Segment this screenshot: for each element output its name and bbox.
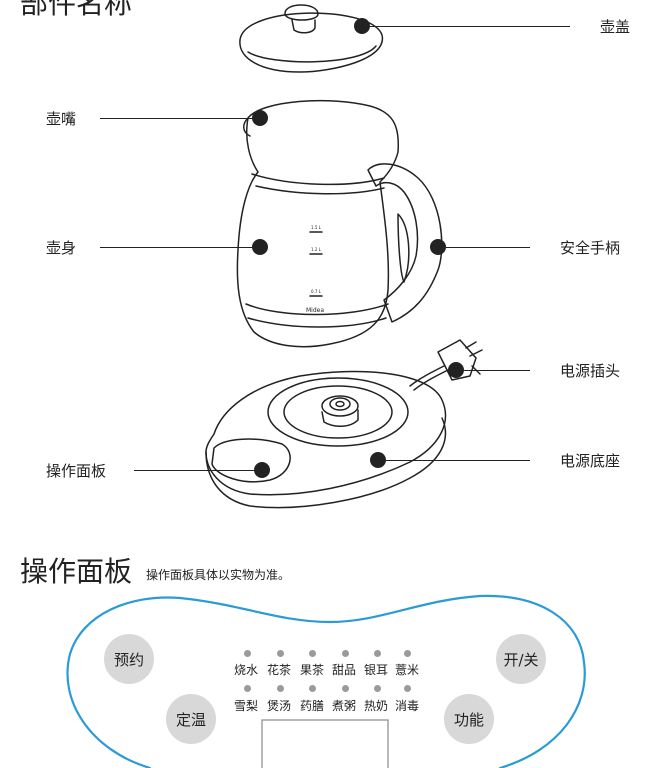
indicator-light [309, 685, 316, 692]
lid-marker [354, 18, 370, 34]
indicator-light [244, 685, 251, 692]
function-label: 消毒 [395, 699, 420, 713]
handle-leader [446, 247, 530, 248]
function-label: 银耳 [364, 663, 389, 677]
lid-drawing [239, 4, 383, 73]
lid-label: 壶盖 [600, 18, 631, 36]
function-label: 果茶 [300, 663, 325, 677]
function-label: 雪梨 [234, 699, 259, 713]
panel-label: 操作面板 [46, 462, 107, 480]
reserve-button[interactable]: 预约 [104, 634, 154, 684]
indicator-light [374, 685, 381, 692]
base-marker [370, 452, 386, 468]
function-label: 热奶 [364, 699, 389, 713]
function-label: 煲汤 [267, 699, 292, 713]
indicator-light [244, 650, 251, 657]
plug-marker [448, 362, 464, 378]
function-label: 烧水 [234, 663, 259, 677]
control-panel-outline [66, 594, 586, 768]
body-leader [100, 247, 256, 248]
kettle-drawing [236, 99, 443, 348]
power-button[interactable]: 开/关 [496, 634, 546, 684]
indicator-light [277, 685, 284, 692]
base-drawing [205, 339, 483, 509]
handle-label: 安全手柄 [560, 239, 621, 257]
handle-marker [430, 239, 446, 255]
function-label: 薏米 [395, 663, 420, 677]
function-label: 煮粥 [332, 699, 357, 713]
keep-warm-button[interactable]: 定温 [166, 694, 216, 744]
kettle-diagram: 1.5 L 1.2 L 0.7 L Midea [205, 4, 483, 509]
function-label: 甜品 [332, 663, 357, 677]
plug-label: 电源插头 [560, 362, 621, 380]
mark-2-label: 1.2 L [311, 247, 322, 252]
indicator-light [404, 685, 411, 692]
panel-leader [134, 470, 258, 471]
lid-leader [370, 26, 570, 27]
indicator-light [404, 650, 411, 657]
plug-leader [464, 370, 530, 371]
base-label: 电源底座 [560, 452, 621, 470]
body-marker [252, 239, 268, 255]
brand-logo-text: Midea [306, 307, 324, 314]
spout-label: 壶嘴 [46, 110, 77, 128]
function-label: 药膳 [300, 699, 325, 713]
spout-marker [252, 110, 268, 126]
indicator-light [374, 650, 381, 657]
mark-1-label: 1.5 L [311, 225, 322, 230]
indicator-light [342, 685, 349, 692]
indicator-light [309, 650, 316, 657]
base-leader [386, 460, 530, 461]
function-label: 花茶 [267, 663, 292, 677]
indicator-light [342, 650, 349, 657]
parts-section-title: 部件名称 [20, 0, 133, 20]
spout-leader [100, 118, 256, 119]
panel-section-title: 操作面板 [20, 555, 133, 588]
function-button[interactable]: 功能 [444, 694, 494, 744]
panel-section-note: 操作面板具体以实物为准。 [146, 568, 291, 582]
mark-3-label: 0.7 L [311, 289, 322, 294]
indicator-light [277, 650, 284, 657]
panel-marker [254, 462, 270, 478]
body-label: 壶身 [46, 239, 77, 257]
